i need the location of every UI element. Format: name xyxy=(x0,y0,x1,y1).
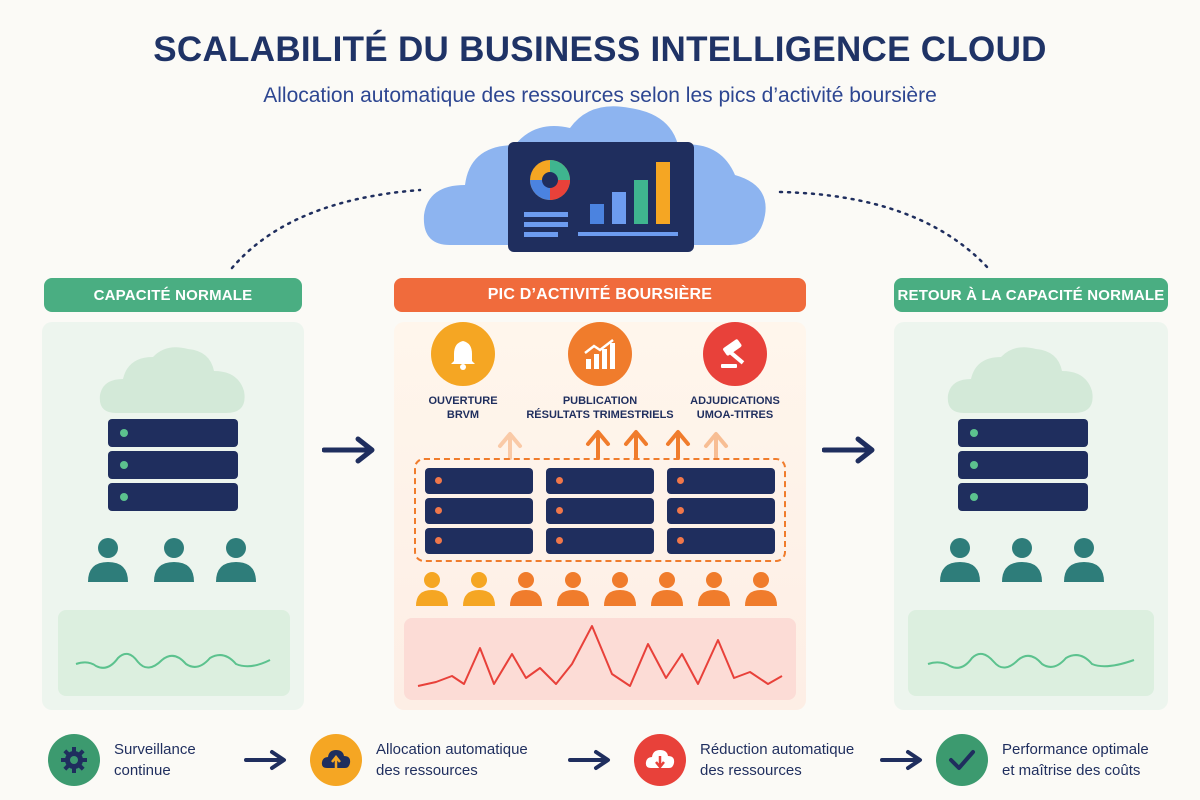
flow-arrow-icon xyxy=(822,436,875,464)
bell-icon xyxy=(431,322,495,386)
server-unit xyxy=(425,468,533,494)
event-adjudications: ADJUDICATIONS UMOA-TITRES xyxy=(668,322,802,422)
step-label-line2: des ressources xyxy=(700,762,802,779)
step-reduction: Réduction automatique des ressources xyxy=(634,734,854,786)
event-label-line1: OUVERTURE xyxy=(428,395,498,407)
event-label-line2: UMOA-TITRES xyxy=(696,409,774,421)
event-label-line2: BRVM xyxy=(446,409,480,421)
phase-normal-header: CAPACITÉ NORMALE xyxy=(44,278,302,312)
server-unit xyxy=(667,468,775,494)
step-label-line1: Surveillance xyxy=(114,741,196,758)
event-label-line1: ADJUDICATIONS xyxy=(690,395,780,407)
cloud-download-icon xyxy=(634,734,686,786)
small-cloud-icon xyxy=(947,347,1093,413)
users-icon-group xyxy=(88,538,256,582)
step-label-line2: et maîtrise des coûts xyxy=(1002,762,1141,779)
step-label-line1: Réduction automatique xyxy=(700,741,855,758)
dashed-connector xyxy=(230,188,990,270)
server-unit xyxy=(958,483,1088,511)
server-unit xyxy=(425,498,533,524)
event-label-line1: PUBLICATION xyxy=(562,395,638,407)
gear-icon xyxy=(48,734,100,786)
step-label-line2: continue xyxy=(114,762,171,779)
server-unit xyxy=(667,528,775,554)
dashboard-screen-icon xyxy=(508,142,694,252)
small-cloud-icon xyxy=(99,347,245,413)
flow-arrow-icon xyxy=(322,436,375,464)
server-unit xyxy=(546,468,654,494)
normal-load-chart xyxy=(58,610,290,696)
gavel-icon xyxy=(703,322,767,386)
event-ouverture-brvm: OUVERTURE BRVM xyxy=(398,322,528,422)
server-unit xyxy=(108,419,238,447)
step-surveillance: Surveillance continue xyxy=(48,734,196,786)
step-label-line1: Performance optimale xyxy=(1002,741,1149,758)
users-icon-group xyxy=(416,572,777,606)
event-label-line2: RÉSULTATS TRIMESTRIELS xyxy=(526,409,674,421)
server-unit xyxy=(108,451,238,479)
peak-load-chart xyxy=(404,618,796,700)
step-label-line2: des ressources xyxy=(376,762,478,779)
users-icon-group xyxy=(940,538,1104,582)
server-unit xyxy=(546,528,654,554)
server-unit xyxy=(108,483,238,511)
server-unit xyxy=(958,419,1088,447)
phase-return-header: RETOUR À LA CAPACITÉ NORMALE xyxy=(894,278,1168,312)
step-arrow-icon xyxy=(244,750,286,770)
page-subtitle: Allocation automatique des ressources se… xyxy=(263,84,937,107)
server-unit xyxy=(546,498,654,524)
return-load-line xyxy=(927,652,1135,669)
step-label-line1: Allocation automatique xyxy=(376,741,528,758)
autoscale-cluster xyxy=(414,458,786,562)
step-arrow-icon xyxy=(880,750,922,770)
cloud-upload-icon xyxy=(310,734,362,786)
server-unit xyxy=(425,528,533,554)
page-title: SCALABILITÉ DU BUSINESS INTELLIGENCE CLO… xyxy=(153,30,1047,69)
step-performance: Performance optimale et maîtrise des coû… xyxy=(936,734,1149,786)
cloud-dashboard xyxy=(420,100,780,260)
peak-load-line xyxy=(417,625,783,687)
server-unit xyxy=(958,451,1088,479)
step-allocation: Allocation automatique des ressources xyxy=(310,734,528,786)
normal-load-line xyxy=(75,652,271,669)
server-unit xyxy=(667,498,775,524)
return-load-chart xyxy=(908,610,1154,696)
step-arrow-icon xyxy=(568,750,610,770)
event-publication: PUBLICATION RÉSULTATS TRIMESTRIELS xyxy=(522,322,678,422)
phase-peak-header: PIC D’ACTIVITÉ BOURSIÈRE xyxy=(394,278,806,312)
growth-chart-icon xyxy=(568,322,632,386)
check-icon xyxy=(936,734,988,786)
scale-up-arrows xyxy=(498,430,728,460)
